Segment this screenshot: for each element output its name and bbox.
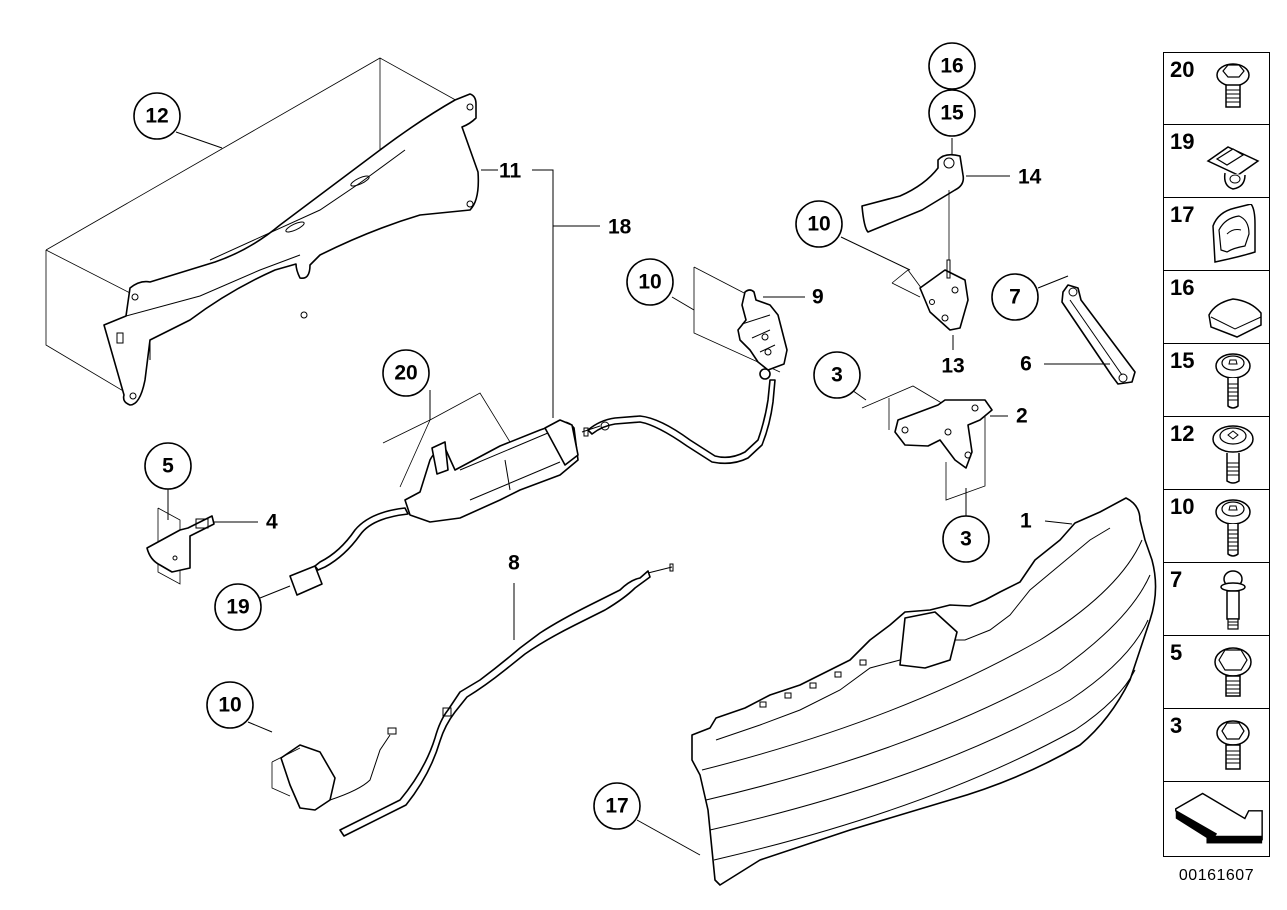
callout-3-a[interactable]: 3 xyxy=(813,351,861,399)
svg-text:18: 18 xyxy=(608,216,632,239)
callout-10-c[interactable]: 10 xyxy=(206,681,254,729)
legend-number: 17 xyxy=(1170,202,1195,227)
fastener-legend: 20 19 17 16 15 xyxy=(1163,52,1270,857)
callout-18[interactable]: 18 xyxy=(608,216,632,239)
callout-13[interactable]: 13 xyxy=(941,355,964,378)
svg-text:3: 3 xyxy=(831,364,843,387)
svg-text:5: 5 xyxy=(162,455,174,478)
callout-17[interactable]: 17 xyxy=(593,782,641,830)
torx-washer-screw-icon xyxy=(1215,353,1251,409)
legend-nav-arrow[interactable] xyxy=(1163,782,1270,857)
part-1-tailgate-panel xyxy=(691,497,1157,886)
callout-19[interactable]: 19 xyxy=(214,583,262,631)
callout-1[interactable]: 1 xyxy=(1020,510,1032,533)
callout-7[interactable]: 7 xyxy=(991,273,1039,321)
callout-6[interactable]: 6 xyxy=(1020,353,1032,376)
part-12-bracket xyxy=(45,57,480,406)
legend-item-15[interactable]: 15 xyxy=(1163,344,1270,417)
document-number: 00161607 xyxy=(1178,867,1255,884)
callout-10-b[interactable]: 10 xyxy=(795,200,843,248)
legend-number: 16 xyxy=(1170,275,1195,300)
legend-item-16[interactable]: 16 xyxy=(1163,271,1270,344)
svg-text:14: 14 xyxy=(1018,166,1042,189)
legend-item-10[interactable]: 10 xyxy=(1163,490,1270,563)
callout-2[interactable]: 2 xyxy=(1016,405,1028,428)
cover-cap-icon xyxy=(1212,204,1256,263)
svg-text:19: 19 xyxy=(226,596,249,619)
legend-number: 5 xyxy=(1170,640,1183,665)
callout-12[interactable]: 12 xyxy=(133,92,181,140)
legend-item-19[interactable]: 19 xyxy=(1163,125,1270,198)
svg-text:4: 4 xyxy=(266,511,278,534)
callout-14[interactable]: 14 xyxy=(1018,166,1042,189)
svg-text:17: 17 xyxy=(605,795,628,818)
svg-text:8: 8 xyxy=(508,552,520,575)
clip-nut-icon xyxy=(1206,146,1260,190)
legend-item-12[interactable]: 12 xyxy=(1163,417,1270,490)
arrow-down-right-icon xyxy=(1175,792,1263,844)
legend-item-3[interactable]: 3 xyxy=(1163,709,1270,782)
callout-5[interactable]: 5 xyxy=(144,442,192,490)
legend-item-7[interactable]: 7 xyxy=(1163,563,1270,636)
callout-4[interactable]: 4 xyxy=(266,511,278,534)
svg-text:20: 20 xyxy=(394,362,417,385)
svg-text:10: 10 xyxy=(638,271,661,294)
legend-number: 7 xyxy=(1170,567,1183,592)
part-13-latch xyxy=(891,259,969,331)
part-14-handle xyxy=(861,153,965,260)
legend-number: 20 xyxy=(1170,57,1195,82)
hex-flange-bolt-icon xyxy=(1216,63,1250,108)
cable-18 xyxy=(581,379,776,465)
svg-text:16: 16 xyxy=(940,55,963,78)
hex-flange-bolt-small-icon xyxy=(1216,720,1250,770)
torx-washer-screw-icon xyxy=(1215,499,1251,557)
svg-text:12: 12 xyxy=(145,105,168,128)
svg-text:11: 11 xyxy=(499,160,522,183)
legend-number: 12 xyxy=(1170,421,1195,446)
svg-text:3: 3 xyxy=(960,528,972,551)
svg-text:10: 10 xyxy=(807,213,830,236)
svg-text:2: 2 xyxy=(1016,405,1028,428)
legend-number: 19 xyxy=(1170,129,1195,154)
svg-text:13: 13 xyxy=(941,355,964,378)
legend-number: 15 xyxy=(1170,348,1195,373)
cap-icon xyxy=(1208,298,1262,338)
part-6-strut xyxy=(1061,284,1136,385)
svg-text:7: 7 xyxy=(1009,286,1021,309)
part-11-actuator xyxy=(289,172,579,596)
part-8-cable xyxy=(271,563,674,837)
hex-flange-bolt-icon xyxy=(1214,647,1252,697)
leader-lines xyxy=(167,131,1110,856)
svg-text:6: 6 xyxy=(1020,353,1032,376)
legend-item-17[interactable]: 17 xyxy=(1163,198,1270,271)
callout-10-a[interactable]: 10 xyxy=(626,258,674,306)
svg-text:15: 15 xyxy=(940,102,964,125)
callout-20[interactable]: 20 xyxy=(382,349,430,397)
legend-number: 3 xyxy=(1170,713,1183,738)
svg-text:1: 1 xyxy=(1020,510,1032,533)
callout-15[interactable]: 15 xyxy=(928,89,976,137)
svg-text:10: 10 xyxy=(218,694,241,717)
callout-8[interactable]: 8 xyxy=(508,552,520,575)
legend-item-20[interactable]: 20 xyxy=(1163,52,1270,125)
shoulder-bolt-icon xyxy=(1220,570,1246,630)
part-9-latch xyxy=(693,266,788,380)
callout-9[interactable]: 9 xyxy=(812,286,824,309)
torx-washer-screw-large-icon xyxy=(1212,425,1254,484)
part-4-bracket xyxy=(146,507,215,585)
part-2-hinge xyxy=(861,385,993,501)
callout-16[interactable]: 16 xyxy=(928,42,976,90)
callout-3-b[interactable]: 3 xyxy=(942,515,990,563)
callout-11[interactable]: 11 xyxy=(499,160,522,183)
legend-item-5[interactable]: 5 xyxy=(1163,636,1270,709)
legend-number: 10 xyxy=(1170,494,1195,519)
svg-text:9: 9 xyxy=(812,286,824,309)
